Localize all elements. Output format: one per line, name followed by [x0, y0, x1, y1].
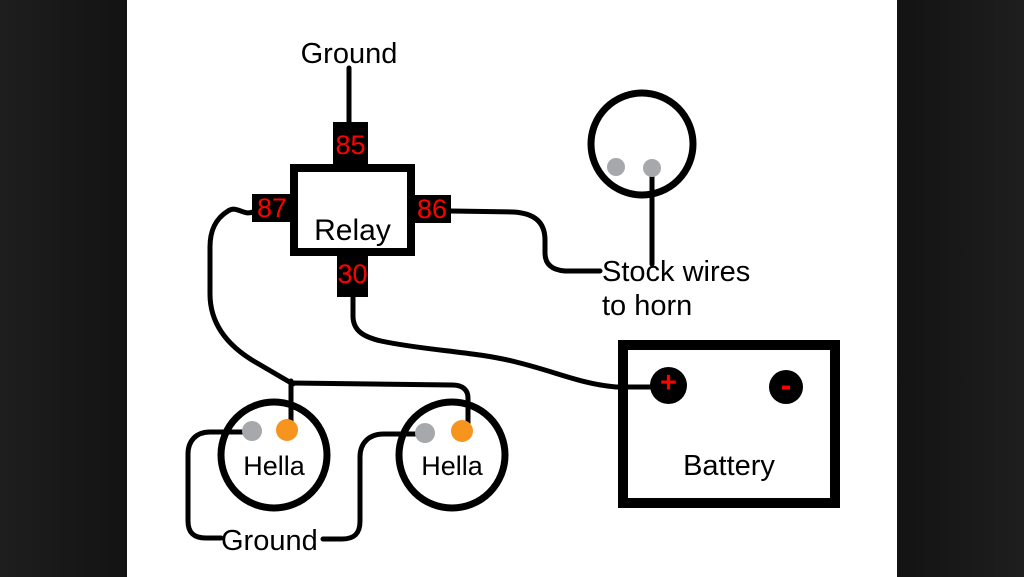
label-hella-right: Hella	[421, 451, 483, 481]
wire-branch-right-hella	[288, 380, 471, 426]
battery-negative-terminal: -	[769, 366, 803, 404]
label-ground-bottom: Ground	[221, 525, 318, 557]
horn-pin-right-icon	[643, 159, 661, 177]
hella-left-circle	[217, 398, 331, 512]
hella-left-power-pin-icon	[276, 419, 298, 441]
wire-left-hella-ground	[185, 429, 255, 541]
wire-right-hella-ground	[320, 431, 428, 542]
wire-86-to-stock	[448, 208, 603, 274]
label-battery: Battery	[683, 450, 775, 482]
relay-terminal-85: 85	[333, 122, 368, 168]
horn-connector-circle	[587, 89, 697, 199]
label-hella-left: Hella	[243, 451, 305, 481]
hella-left-ground-pin-icon	[242, 421, 262, 441]
hella-right-ground-pin-icon	[415, 423, 435, 443]
wire-30-to-battery	[350, 293, 659, 390]
label-stock-wires-line2: to horn	[602, 290, 693, 322]
label-stock-wires-line1: Stock wires	[602, 256, 751, 288]
relay-terminal-87: 87	[252, 193, 292, 223]
relay-terminal-30: 30	[337, 252, 368, 297]
battery-box	[618, 340, 840, 508]
battery-positive-terminal: +	[650, 367, 687, 404]
hella-right-power-pin-icon	[451, 420, 473, 442]
battery-negative-symbol: -	[780, 366, 792, 403]
label-ground-top: Ground	[300, 38, 398, 70]
label-relay: Relay	[314, 214, 391, 247]
horn-pin-left-icon	[607, 158, 625, 176]
letterbox-right	[897, 0, 1024, 577]
relay-terminal-86: 86	[413, 194, 451, 224]
hella-right-circle	[395, 398, 509, 512]
letterbox-left	[0, 0, 127, 577]
wire-87-curve	[207, 206, 296, 387]
battery-positive-symbol: +	[660, 367, 677, 399]
